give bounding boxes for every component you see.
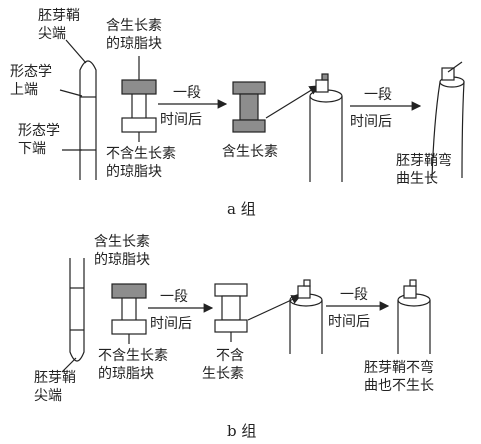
- time-label-a-2: 时间后: [160, 112, 202, 128]
- donor-block-b: [111, 283, 147, 299]
- setup-b: [111, 283, 147, 344]
- lower-end-label-a-1: 形态学: [18, 123, 60, 139]
- time-label-a-3: 一段: [364, 87, 392, 103]
- receiver-block-a: [121, 117, 157, 133]
- decapitated-coleoptile-b: [289, 279, 323, 354]
- arrow-a-2: [265, 85, 320, 119]
- decapitated-coleoptile-a: [309, 73, 343, 182]
- tip-label-b-2: 尖端: [34, 388, 62, 404]
- time-label-b-4: 时间后: [328, 314, 370, 330]
- time-label-a-1: 一段: [173, 85, 201, 101]
- donor-label-a-1: 含生长素: [106, 18, 162, 34]
- donor-label-b-1: 含生长素: [94, 234, 150, 250]
- time-label-b-1: 一段: [160, 289, 188, 305]
- receiver-label-a-2: 的琼脂块: [106, 164, 162, 180]
- receiver-label-b-2: 的琼脂块: [98, 366, 154, 382]
- bent-coleoptile-a: [431, 61, 465, 179]
- arrow-b-2: [247, 295, 302, 321]
- upper-end-label-a-1: 形态学: [10, 64, 52, 80]
- donor-label-b-2: 的琼脂块: [94, 252, 150, 268]
- caption-b: b 组: [227, 422, 256, 440]
- result-block-a: [232, 81, 266, 133]
- receiver-label-b-1: 不含生长素: [98, 348, 168, 364]
- receiver-label-a-1: 不含生长素: [106, 146, 176, 162]
- unchanged-coleoptile-b: [397, 279, 431, 354]
- outcome-label-a-2: 曲生长: [396, 171, 438, 187]
- receiver-block-b: [111, 319, 147, 335]
- time-label-a-4: 时间后: [350, 114, 392, 130]
- setup-a: [121, 56, 157, 142]
- tip-label-a-1: 胚芽鞘: [38, 8, 80, 24]
- result-block-b: [214, 283, 248, 342]
- upper-end-label-a-2: 上端: [10, 82, 38, 98]
- donor-label-a-2: 的琼脂块: [106, 36, 162, 52]
- result-block-label-a: 含生长素: [222, 144, 278, 160]
- outcome-label-a-1: 胚芽鞘弯: [396, 152, 452, 169]
- result-block-label-b-2: 生长素: [202, 366, 244, 382]
- group-a: 胚芽鞘 尖端 形态学 上端 形态学 下端 含生长素 的琼脂块 不含生长素 的琼脂…: [10, 8, 465, 218]
- outcome-label-b-2: 曲也不生长: [364, 378, 434, 394]
- time-label-b-3: 一段: [340, 287, 368, 303]
- lower-end-label-a-2: 下端: [18, 141, 46, 157]
- tip-label-a-2: 尖端: [38, 26, 66, 42]
- tip-label-b-1: 胚芽鞘: [34, 370, 76, 386]
- caption-a: a 组: [227, 200, 256, 218]
- group-b: 胚芽鞘 尖端 含生长素 的琼脂块 不含生长素 的琼脂块 一段 时间后 不含 生长…: [34, 234, 434, 440]
- donor-block-a: [121, 79, 157, 95]
- coleoptile-b: [69, 258, 85, 362]
- coleoptile-a: [79, 60, 97, 180]
- outcome-label-b-1: 胚芽鞘不弯: [364, 359, 434, 376]
- time-label-b-2: 时间后: [150, 316, 192, 332]
- result-block-label-b-1: 不含: [216, 348, 244, 364]
